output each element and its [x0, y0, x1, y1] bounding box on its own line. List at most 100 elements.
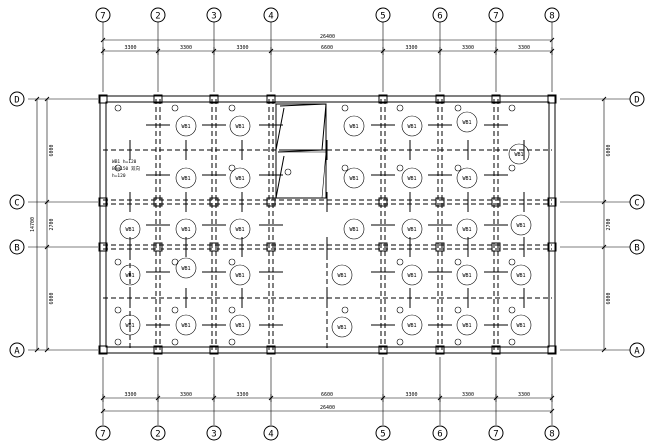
column [491, 242, 501, 252]
rebar-mark [171, 306, 179, 314]
rebar-mark [396, 338, 404, 346]
rebar-mark [508, 164, 516, 172]
column [98, 345, 108, 355]
column [153, 197, 163, 207]
dim-tick [601, 96, 607, 102]
axis-bubble-right [629, 342, 645, 358]
opening-flight-upper [277, 103, 327, 153]
column [491, 345, 501, 355]
axis-label-left: B [14, 244, 19, 254]
dim-total-text-top: 26400 [320, 34, 335, 40]
dim-text-right: 2700 [606, 218, 612, 230]
slab-label: WB1 [407, 176, 416, 182]
dim-text-bottom: 3300 [518, 392, 530, 398]
slab-bubble [175, 167, 197, 189]
axis-bubble-right [629, 91, 645, 107]
outer-beam-outline [99, 95, 556, 354]
axis-label-top: 2 [155, 12, 160, 22]
slab-bubble [401, 264, 423, 286]
slab-bubble [175, 257, 197, 279]
rebar-mark [341, 164, 349, 172]
slab-label: WB1 [181, 227, 190, 233]
slab-label: WB1 [125, 273, 134, 279]
column [435, 94, 445, 104]
axis-label-top: 4 [268, 12, 273, 22]
slab-bubble [456, 314, 478, 336]
slab-bubble [456, 218, 478, 240]
axis-lines [28, 22, 630, 425]
column [547, 242, 557, 252]
rebar-mark [171, 338, 179, 346]
column [266, 94, 276, 104]
slab-bubble [229, 314, 251, 336]
slab-label: WB1 [407, 124, 416, 130]
column [209, 242, 219, 252]
axis-label-top: 3 [211, 12, 216, 22]
rebar-mark [114, 306, 122, 314]
rebar-mark [454, 306, 462, 314]
axis-bubble-right [629, 194, 645, 210]
rebar-mark [454, 338, 462, 346]
axis-label-bottom: 5 [380, 430, 385, 440]
columns [98, 94, 557, 355]
slab-bubble [401, 218, 423, 240]
column [378, 197, 388, 207]
axis-label-right: D [634, 96, 639, 106]
rebar-mark [396, 104, 404, 112]
rebar-mark [228, 306, 236, 314]
column [491, 94, 501, 104]
column [547, 94, 557, 104]
column [209, 197, 219, 207]
slab-bubble [343, 218, 365, 240]
dim-text-top: 3300 [124, 45, 136, 51]
slab-label: WB1 [181, 266, 190, 272]
dim-tick [44, 96, 50, 102]
column [209, 345, 219, 355]
column [378, 345, 388, 355]
axis-bubble-bottom [375, 425, 391, 441]
column [435, 197, 445, 207]
column [435, 242, 445, 252]
dim-text-bottom: 3300 [236, 392, 248, 398]
opening-slash [275, 155, 285, 199]
axis-bubble-top [150, 7, 166, 23]
rebar-mark [341, 306, 349, 314]
slab-label: WB1 [349, 227, 358, 233]
axis-label-bottom: 8 [549, 430, 554, 440]
note-line: h=120 [112, 173, 126, 179]
slab-bubble [510, 264, 532, 286]
column [209, 94, 219, 104]
slab-label: WB1 [349, 124, 358, 130]
dim-text-bottom: 3300 [405, 392, 417, 398]
axis-bubble-top [375, 7, 391, 23]
dim-text-top: 3300 [405, 45, 417, 51]
slab-label: WB1 [235, 273, 244, 279]
axis-bubble-top [488, 7, 504, 23]
opening-flight-lower [278, 151, 327, 199]
dim-total-text-left: 14700 [30, 217, 36, 232]
dim-text-left: 6000 [49, 292, 55, 304]
axis-bubble-bottom [206, 425, 222, 441]
rebar-mark [396, 258, 404, 266]
slab-label: WB1 [337, 273, 346, 279]
axis-label-bottom: 6 [437, 430, 442, 440]
axis-bubble-left [9, 194, 25, 210]
dim-tick [601, 347, 607, 353]
slab-label: WB1 [181, 176, 190, 182]
axis-bubble-bottom [263, 425, 279, 441]
axis-label-top: 8 [549, 12, 554, 22]
dim-text-top: 3300 [462, 45, 474, 51]
rebar-mark [508, 104, 516, 112]
axis-label-top: 6 [437, 12, 442, 22]
slab-bubble [175, 115, 197, 137]
note-line: WB1 h=120 [112, 159, 137, 165]
rebar-mark [114, 104, 122, 112]
slab-bubble [401, 115, 423, 137]
axis-bubble-bottom [95, 425, 111, 441]
rebar-mark [228, 104, 236, 112]
dim-tick [549, 37, 555, 43]
slab-label: WB1 [181, 323, 190, 329]
axis-label-top: 7 [100, 12, 105, 22]
